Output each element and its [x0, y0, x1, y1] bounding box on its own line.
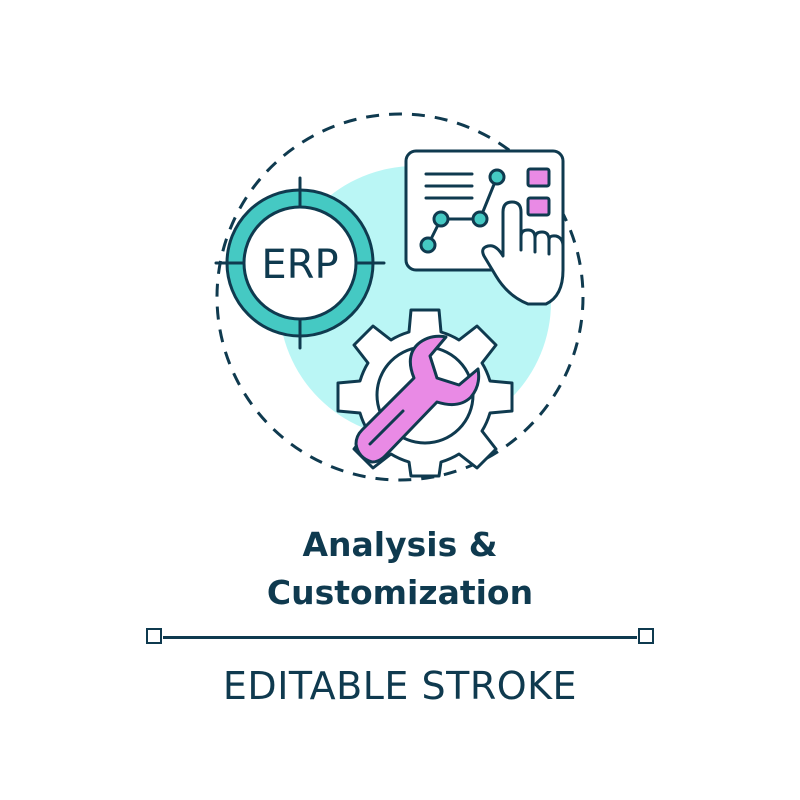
analytics-dashboard-icon [404, 149, 565, 272]
title-line-2: Customization [266, 573, 534, 612]
divider-handle-right [638, 628, 654, 644]
wrench-icon [354, 334, 481, 464]
divider-line [163, 636, 637, 639]
subtitle: EDITABLE STROKE [222, 664, 578, 708]
divider-handle-left [146, 628, 162, 644]
erp-badge-text: ERP [261, 242, 338, 288]
erp-target-icon: ERP [214, 176, 386, 350]
pointing-hand-icon [481, 200, 565, 306]
title-line-1: Analysis & [302, 525, 498, 564]
dashed-circle [215, 112, 585, 482]
